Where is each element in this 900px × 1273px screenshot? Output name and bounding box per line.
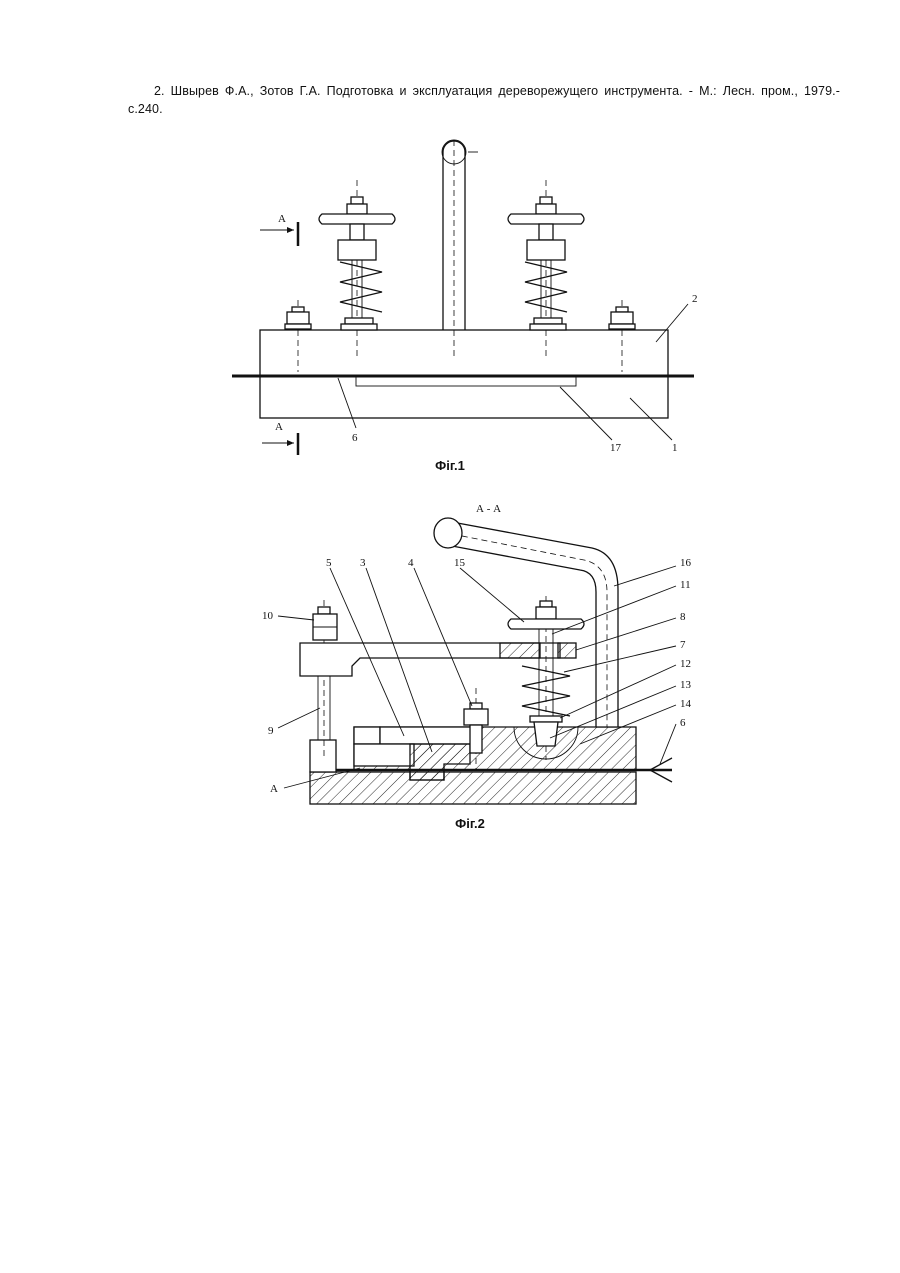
- figure-1-drawing: [232, 140, 694, 455]
- left-clamp-assembly: [319, 180, 395, 360]
- handle-ball: [434, 518, 462, 548]
- fig2-label-5: 5: [326, 557, 332, 569]
- fig2-label-11: 11: [680, 579, 691, 591]
- fig2-label-4: 4: [408, 557, 414, 569]
- insert-17: [356, 377, 576, 386]
- fig2-label-6: 6: [680, 717, 686, 729]
- fig1-label-17: 17: [610, 442, 622, 454]
- fig2-label-7: 7: [680, 639, 686, 651]
- right-wing-knob: [508, 214, 584, 224]
- fig1-label-6: 6: [352, 432, 358, 444]
- plate-body: [260, 330, 668, 418]
- section-title-a-a: А - А: [476, 503, 501, 515]
- left-wing-knob: [319, 214, 395, 224]
- fig1-label-1: 1: [672, 442, 678, 454]
- left-spring: [340, 262, 382, 312]
- fig2-label-13: 13: [680, 679, 692, 691]
- fig2-label-9: 9: [268, 725, 274, 737]
- base-body-section: [310, 772, 636, 804]
- fig2-label-3: 3: [360, 557, 366, 569]
- fig2-label-16: 16: [680, 557, 692, 569]
- section-label-bottom: А: [275, 421, 283, 433]
- fig2-label-10: 10: [262, 610, 274, 622]
- fig2-label-15: 15: [454, 557, 466, 569]
- fig2-label-a: А: [270, 783, 278, 795]
- figure-1-caption: Фіг.1: [435, 458, 465, 473]
- fig2-label-8: 8: [680, 611, 686, 623]
- small-bolt-left: [285, 300, 311, 372]
- figure-2-caption: Фіг.2: [455, 816, 485, 831]
- section-label-top: А: [278, 213, 286, 225]
- fig2-label-14: 14: [680, 698, 692, 710]
- small-bolt-right: [609, 300, 635, 372]
- fig2-label-12: 12: [680, 658, 691, 670]
- right-clamp-assembly: [508, 180, 584, 360]
- clamp-wing-knob: [508, 619, 584, 629]
- fig1-label-2: 2: [692, 293, 698, 305]
- figure-2-drawing: [278, 518, 676, 804]
